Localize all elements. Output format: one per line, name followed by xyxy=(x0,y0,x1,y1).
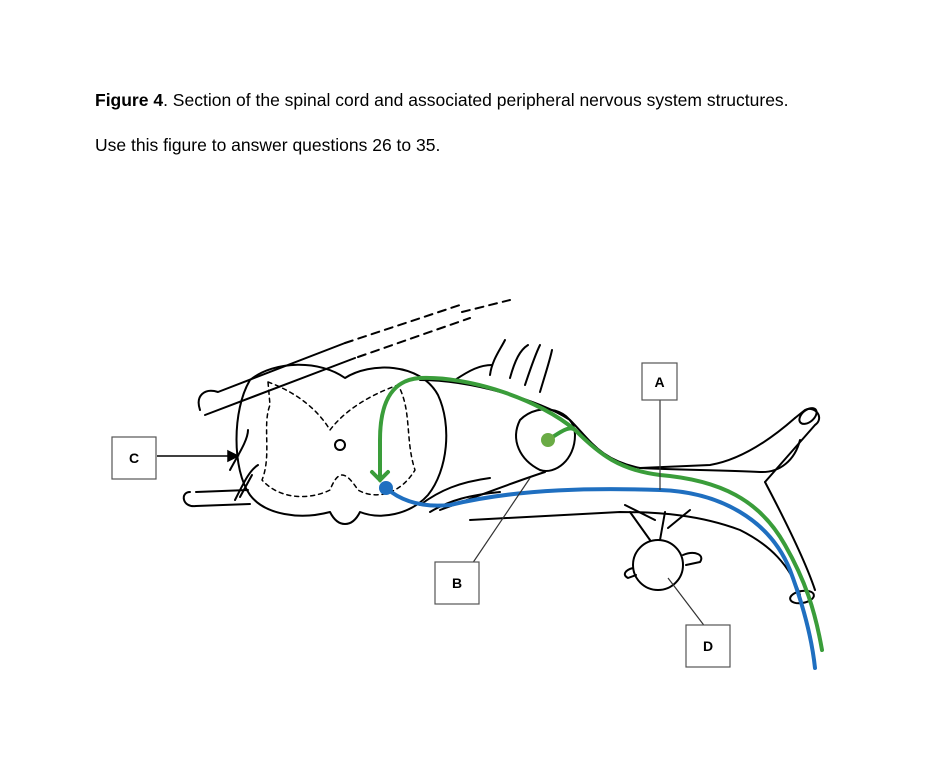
label-d-box: D xyxy=(685,624,731,668)
central-canal xyxy=(334,439,346,451)
label-b-box: B xyxy=(434,561,480,605)
label-c: C xyxy=(129,450,139,466)
lower-left-root xyxy=(182,491,251,508)
label-d: D xyxy=(703,638,713,654)
figure-instruction: Use this figure to answer questions 26 t… xyxy=(95,135,441,155)
figure-caption: Figure 4. Section of the spinal cord and… xyxy=(95,90,789,111)
pointer-d xyxy=(667,577,707,629)
label-b: B xyxy=(452,575,462,591)
label-a: A xyxy=(654,374,664,390)
motor-neuron-soma xyxy=(379,481,393,495)
sensory-neuron-soma xyxy=(541,433,555,447)
sensory-neuron-terminal xyxy=(370,470,390,483)
figure-number: Figure 4 xyxy=(95,90,164,110)
pointer-b xyxy=(469,477,531,568)
spinal-cord-outline xyxy=(235,363,448,525)
figure-caption-text: . Section of the spinal cord and associa… xyxy=(163,90,789,110)
grey-matter-outline xyxy=(261,381,416,498)
dorsal-ramus-cut xyxy=(798,407,818,425)
dorsal-rootlets xyxy=(489,339,553,393)
spinal-nerve-trunk xyxy=(469,511,801,596)
ventral-ramus xyxy=(764,481,816,591)
label-a-box: A xyxy=(641,362,678,401)
upper-left-rod xyxy=(197,342,346,411)
ramus-communicans xyxy=(629,511,666,541)
label-c-box: C xyxy=(111,436,157,480)
upper-left-rod-dashed xyxy=(344,304,471,358)
dorsal-root-ganglion xyxy=(515,408,576,472)
sympathetic-ganglion xyxy=(632,539,684,591)
sensory-neuron xyxy=(378,375,824,652)
dorsal-root xyxy=(419,379,796,469)
motor-neuron xyxy=(384,486,817,670)
